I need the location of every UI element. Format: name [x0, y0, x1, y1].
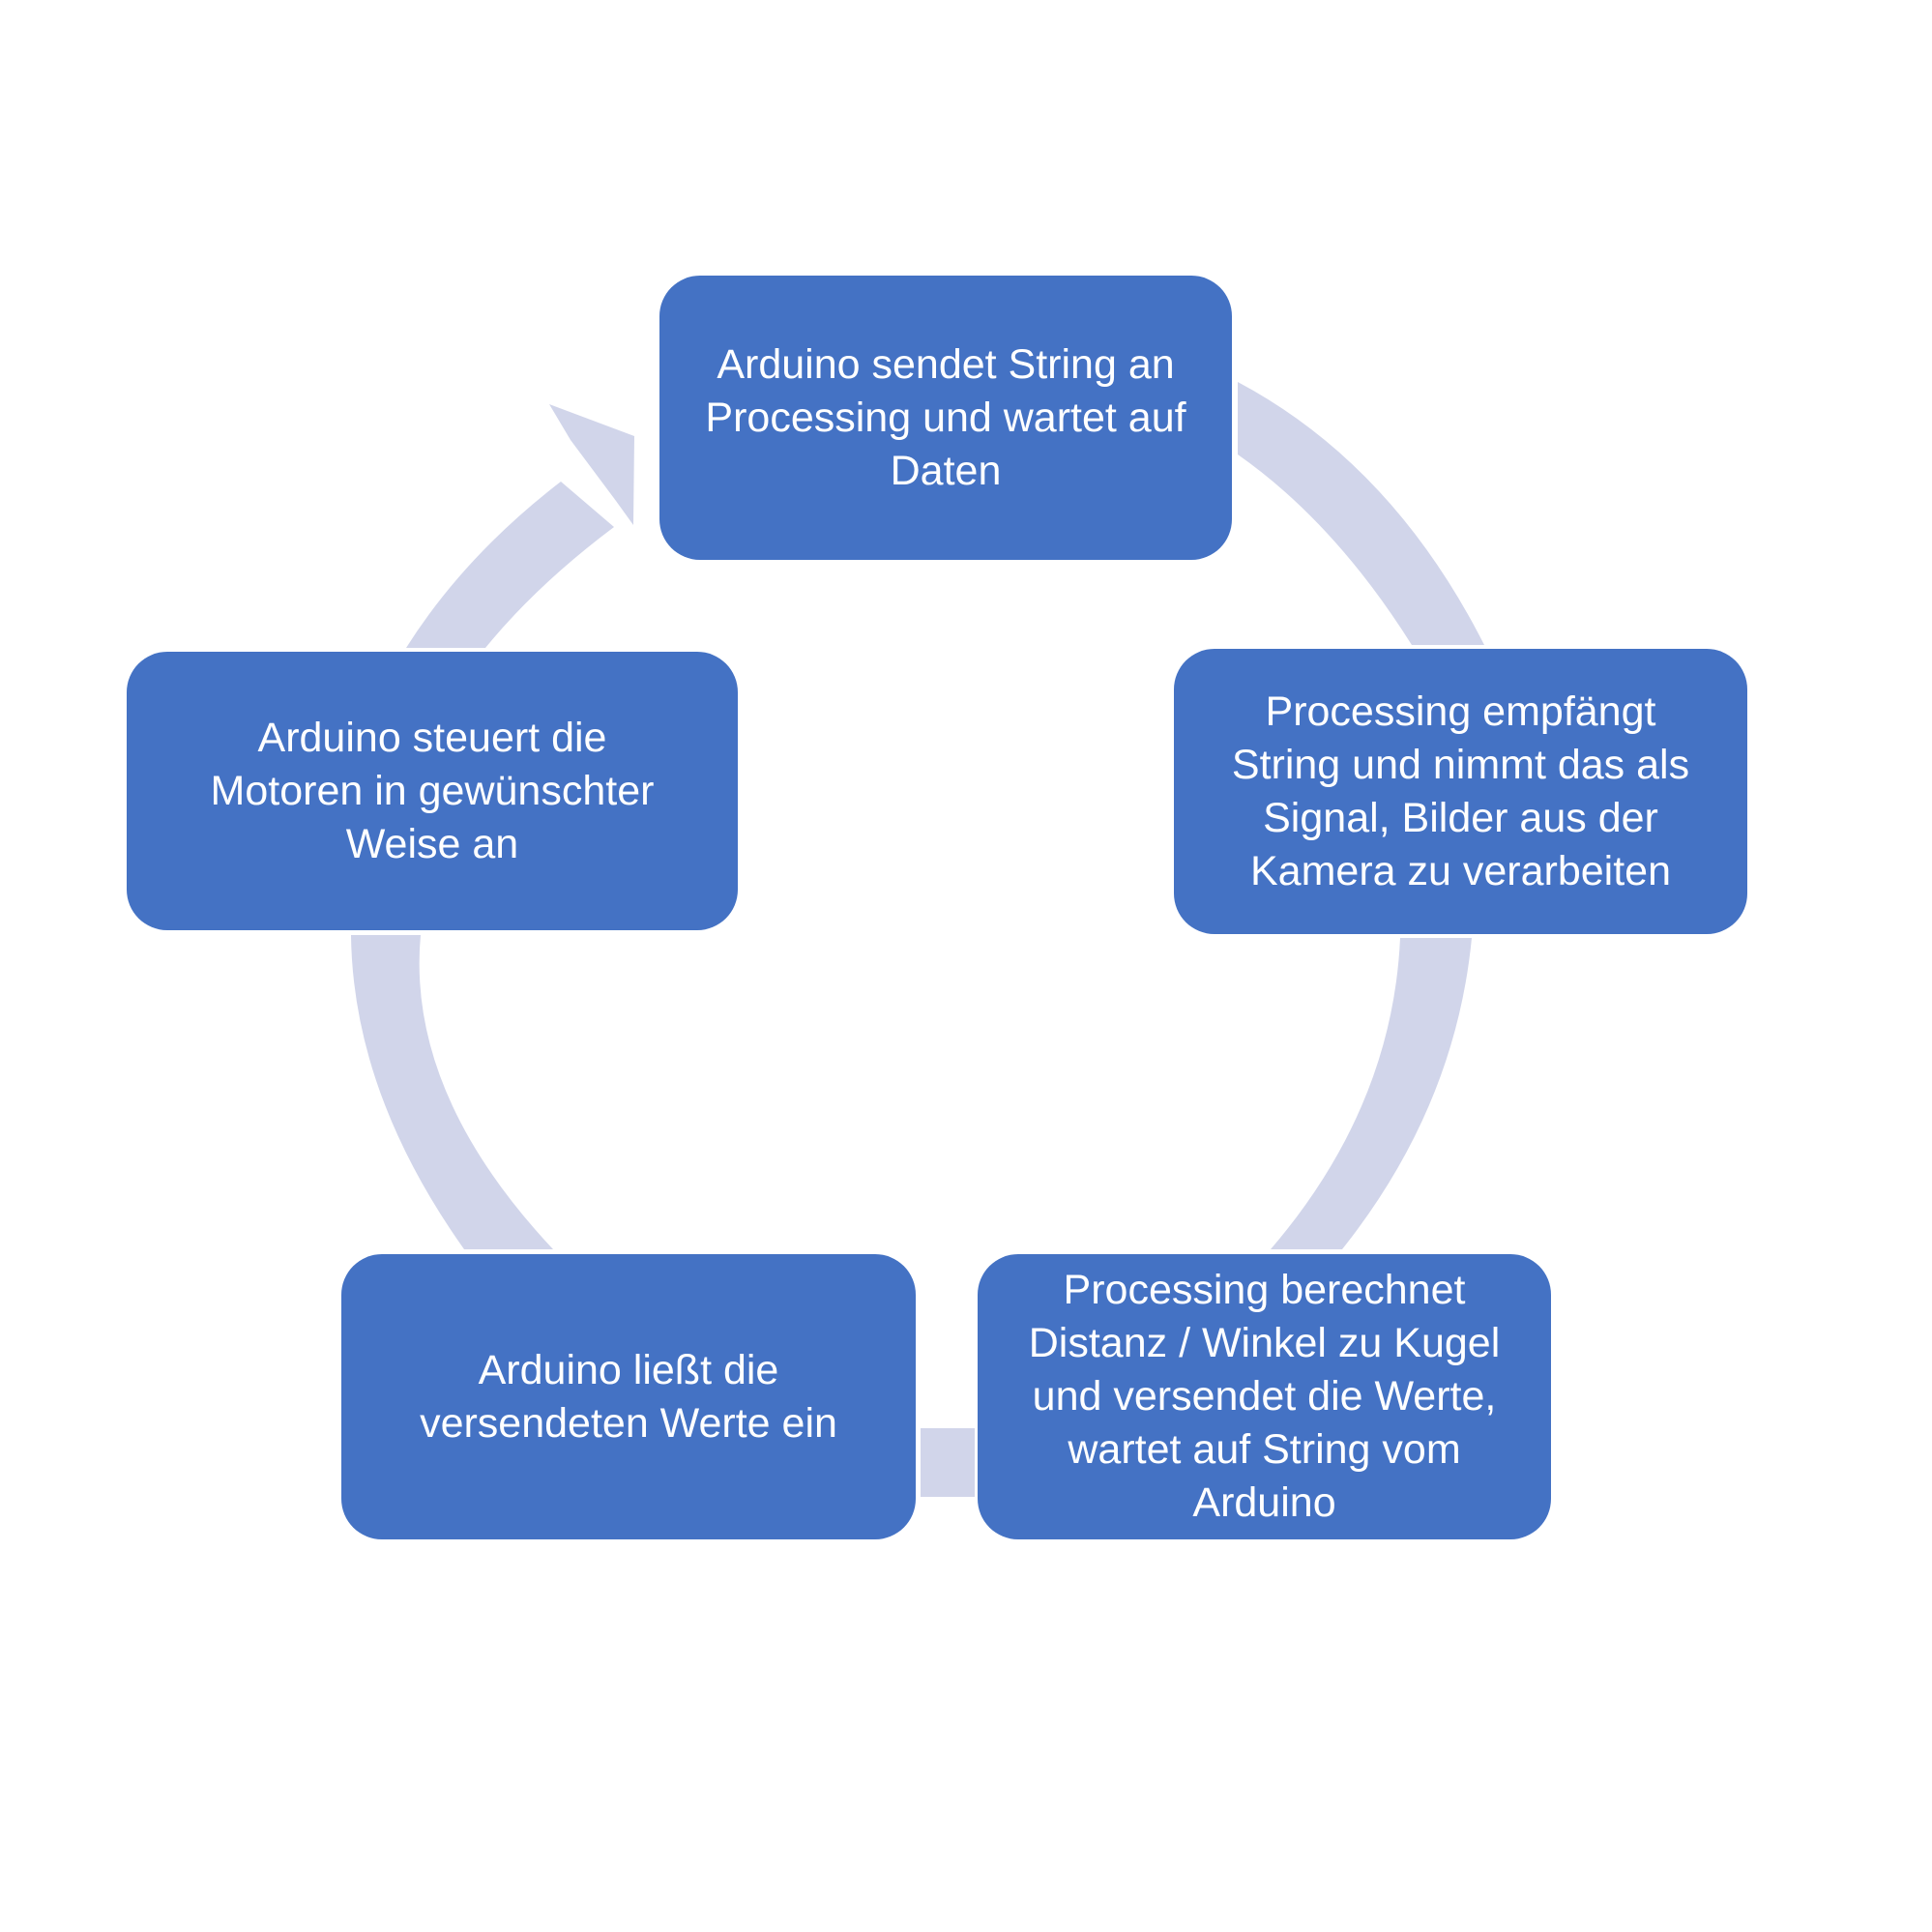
connector-arc-4-5	[351, 935, 553, 1249]
connector-arc-2-3	[1271, 938, 1472, 1249]
step-box-processing-berechnet: Processing berechnet Distanz / Winkel zu…	[978, 1254, 1551, 1539]
step-label: Arduino sendet String an Processing und …	[705, 340, 1186, 494]
step-box-arduino-liesst: Arduino ließt die versendeten Werte ein	[341, 1254, 916, 1539]
connector-bar-3-4	[921, 1428, 975, 1497]
connector-arc-5-1	[406, 482, 614, 648]
step-label: Arduino ließt die versendeten Werte ein	[420, 1346, 837, 1447]
step-box-arduino-steuert: Arduino steuert die Motoren in gewünscht…	[127, 652, 738, 930]
arrowhead-icon	[549, 404, 634, 525]
step-box-arduino-sendet: Arduino sendet String an Processing und …	[659, 276, 1232, 560]
step-label: Processing berechnet Distanz / Winkel zu…	[1028, 1267, 1501, 1526]
connector-arc-1-2	[1238, 382, 1484, 645]
step-label: Processing empfängt String und nimmt das…	[1231, 688, 1690, 894]
step-box-processing-empfaengt: Processing empfängt String und nimmt das…	[1174, 649, 1747, 934]
step-label: Arduino steuert die Motoren in gewünscht…	[210, 714, 655, 867]
